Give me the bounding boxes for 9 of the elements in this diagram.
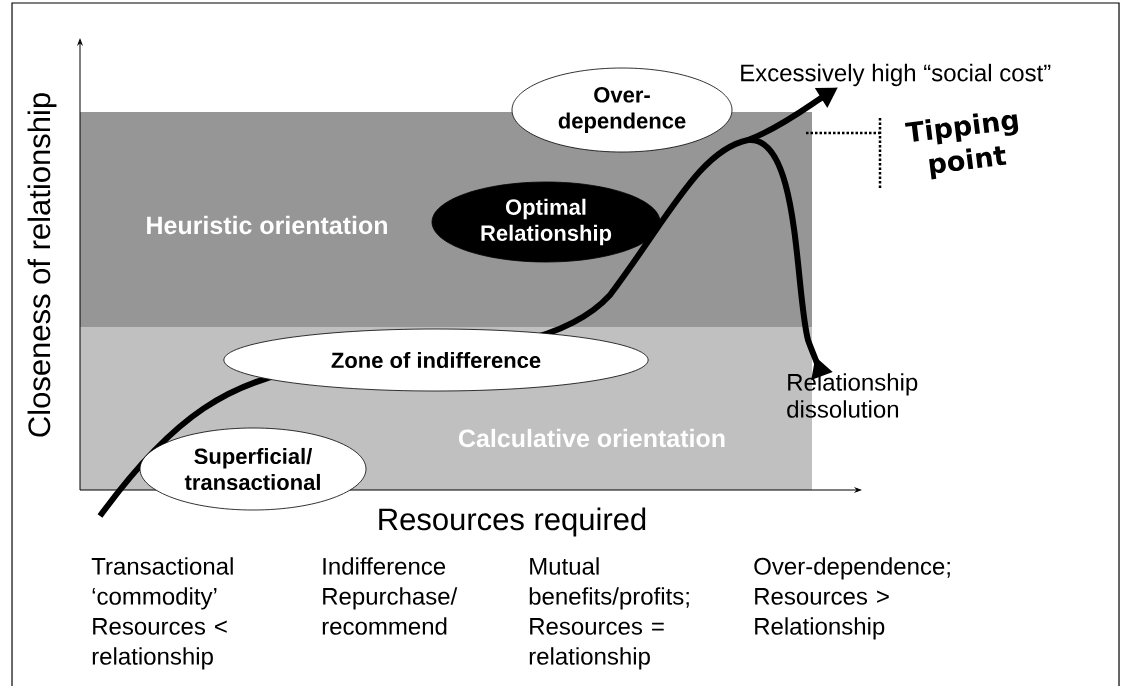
stage-description: Indifference Repurchase/ recommend	[322, 557, 458, 635]
tipping-point-label: Tipping point	[904, 113, 1019, 180]
axis-label: Closeness of relationship	[27, 93, 57, 437]
curve-end-label: Relationship dissolution	[787, 373, 918, 418]
curve-end-label: Excessively high “social cost”	[741, 63, 1051, 87]
stage-description: Mutual benefits/profits; Resources = relationship	[529, 557, 689, 670]
stage-description: Transactional ‘commodity’ Resources < relationship	[91, 557, 233, 670]
axis-label: Resources required	[379, 507, 646, 537]
stage-description: Over-dependence; Resources > Relationship	[754, 557, 950, 640]
